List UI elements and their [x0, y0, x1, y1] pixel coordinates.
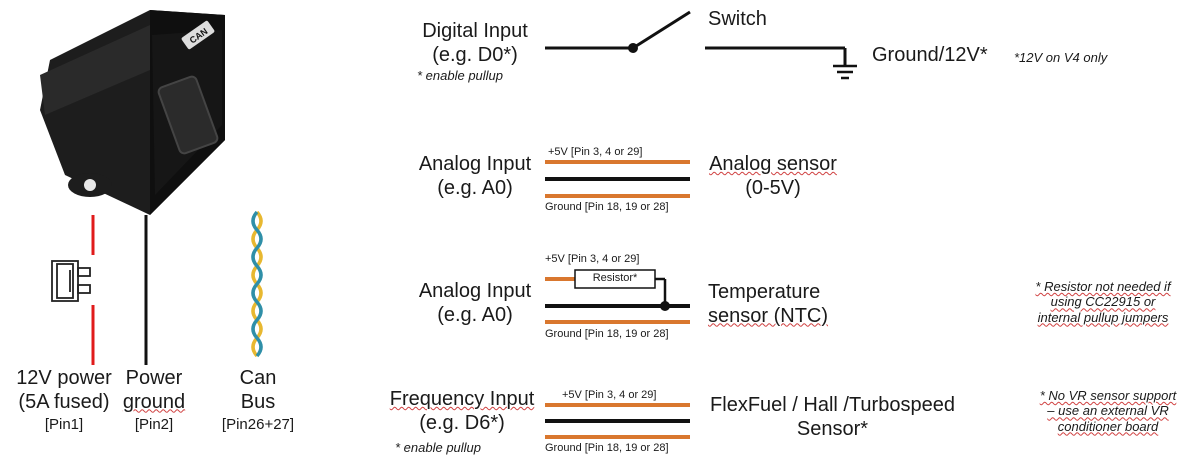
analog-input-label: Analog Input (e.g. A0) [418, 153, 532, 199]
switch-pivot [628, 43, 638, 53]
temperature-sensor-label: Temperature sensor (NTC) [708, 281, 829, 327]
row2-5v-label: +5V [Pin 3, 4 or 29] [548, 146, 643, 158]
canbus-pin: [Pin26+27] [221, 416, 295, 433]
vr-sensor-note: * No VR sensor support – use an external… [1039, 388, 1177, 434]
row3-5v-label: +5V [Pin 3, 4 or 29] [545, 253, 640, 265]
ground-symbol-icon [833, 64, 857, 80]
frequency-input-footnote: * enable pullup [395, 440, 482, 455]
digital-input-footnote: * enable pullup [417, 68, 504, 83]
canbus-twisted-pair [251, 210, 263, 358]
v4-note: *12V on V4 only [1014, 50, 1108, 65]
ground-pin: [Pin2] [134, 416, 174, 433]
row2-ground-label: Ground [Pin 18, 19 or 28] [545, 201, 669, 213]
canbus-label: Can Bus [239, 367, 277, 413]
row3-ground-label: Ground [Pin 18, 19 or 28] [545, 328, 669, 340]
row4-ground-label: Ground [Pin 18, 19 or 28] [545, 442, 669, 454]
frequency-input-label: Frequency Input (e.g. D6*) [389, 388, 535, 434]
resistor-note: * Resistor not needed if using CC22915 o… [1035, 279, 1171, 325]
flexfuel-sensor-label: FlexFuel / Hall /Turbospeed Sensor* [710, 394, 955, 440]
switch-label: Switch [708, 8, 767, 30]
ecu-device-image [40, 10, 225, 215]
power-label: 12V power (5A fused) [16, 367, 112, 413]
analog-sensor-label: Analog sensor (0-5V) [709, 153, 837, 199]
fuse-icon [51, 260, 91, 302]
row3-junction [660, 301, 670, 311]
digital-input-label: Digital Input (e.g. D0*) [422, 20, 528, 66]
row4-5v-label: +5V [Pin 3, 4 or 29] [562, 389, 657, 401]
ground-12v-label: Ground/12V* [872, 44, 988, 66]
analog-input-ntc-label: Analog Input (e.g. A0) [418, 280, 532, 326]
switch-symbol [545, 10, 847, 65]
power-pin: [Pin1] [44, 416, 84, 433]
ground-label: Power ground [122, 367, 186, 413]
resistor-symbol [574, 269, 656, 289]
resistor-label: Resistor* [592, 272, 638, 284]
